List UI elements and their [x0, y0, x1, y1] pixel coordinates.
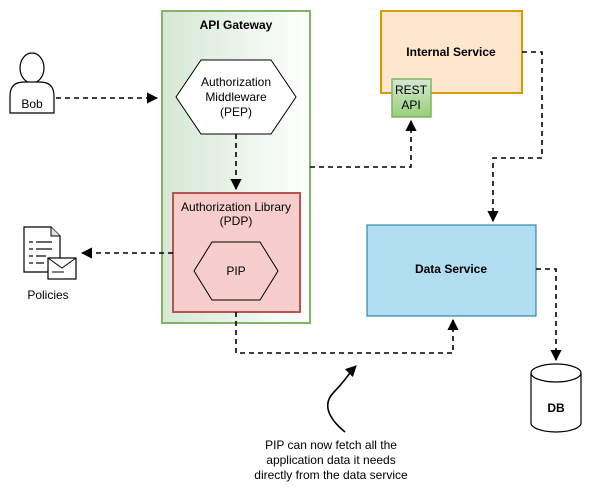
- library-line-2: (PDP): [220, 214, 253, 228]
- note-line-3: directly from the data service: [254, 468, 408, 482]
- policies-label: Policies: [27, 288, 68, 302]
- connectors: [56, 51, 562, 362]
- api-gateway-title: API Gateway: [200, 18, 273, 32]
- middleware-line-2: Middleware: [205, 90, 267, 104]
- note-line-2: application data it needs: [266, 453, 395, 467]
- edge-pip-to-data: [235, 312, 459, 354]
- rest-api-box: REST API: [391, 78, 432, 118]
- pip-node: PIP: [193, 241, 279, 301]
- internal-service-box: Internal Service: [380, 10, 523, 94]
- user-icon: Bob: [9, 52, 55, 114]
- authorization-middleware-node: Authorization Middleware (PEP): [175, 59, 297, 135]
- note-text: PIP can now fetch all the application da…: [254, 438, 408, 482]
- data-service-title: Data Service: [415, 262, 487, 276]
- edge-data-to-db: [536, 268, 562, 362]
- library-line-1: Authorization Library: [181, 200, 291, 214]
- internal-service-title: Internal Service: [406, 45, 496, 59]
- middleware-line-1: Authorization: [201, 75, 271, 89]
- rest-api-line-2: API: [401, 98, 420, 112]
- user-label: Bob: [21, 97, 43, 111]
- edge-gateway-to-rest-api: [310, 119, 417, 168]
- db-label: DB: [547, 401, 565, 415]
- note-line-1: PIP can now fetch all the: [265, 438, 397, 452]
- data-service-box: Data Service: [366, 224, 537, 317]
- edge-internal-to-data: [487, 51, 543, 223]
- database-icon: DB: [530, 363, 582, 433]
- rest-api-line-1: REST: [395, 83, 428, 97]
- policies-document-icon: Policies: [23, 226, 77, 302]
- note-pointer-arrow: [326, 365, 357, 433]
- pip-label: PIP: [226, 264, 245, 278]
- middleware-line-3: (PEP): [220, 105, 252, 119]
